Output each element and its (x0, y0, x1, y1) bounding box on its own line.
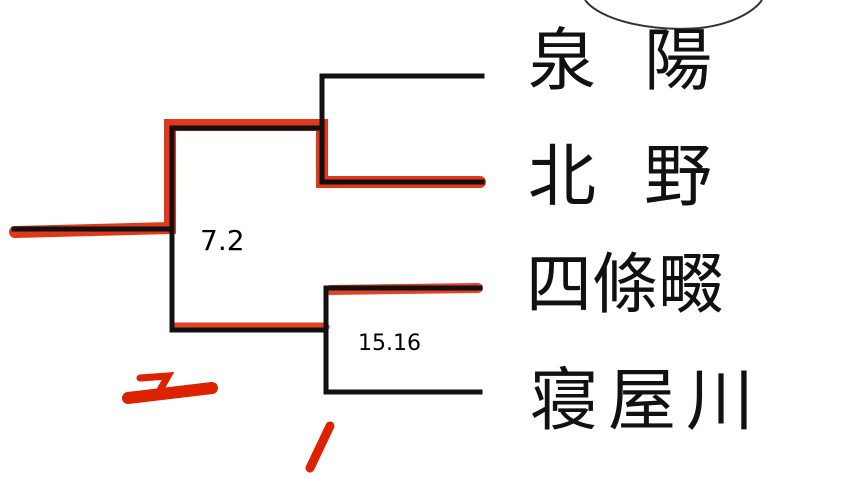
winner-highlight (9, 119, 486, 332)
final-score: 7.2 (200, 224, 245, 257)
team-label-1: 泉陽 (528, 22, 761, 101)
rank-1-mark (305, 421, 335, 473)
circle-scribble (584, 0, 763, 30)
team-label-4: 寝屋川 (530, 362, 765, 441)
semifinal-score: 15.16 (358, 331, 421, 356)
team-label-2: 北野 (528, 138, 761, 217)
rank-2-mark (122, 372, 218, 404)
winner-path-top (9, 119, 486, 238)
team-label-3: 四條畷 (526, 246, 724, 323)
bracket-lines (11, 73, 485, 395)
